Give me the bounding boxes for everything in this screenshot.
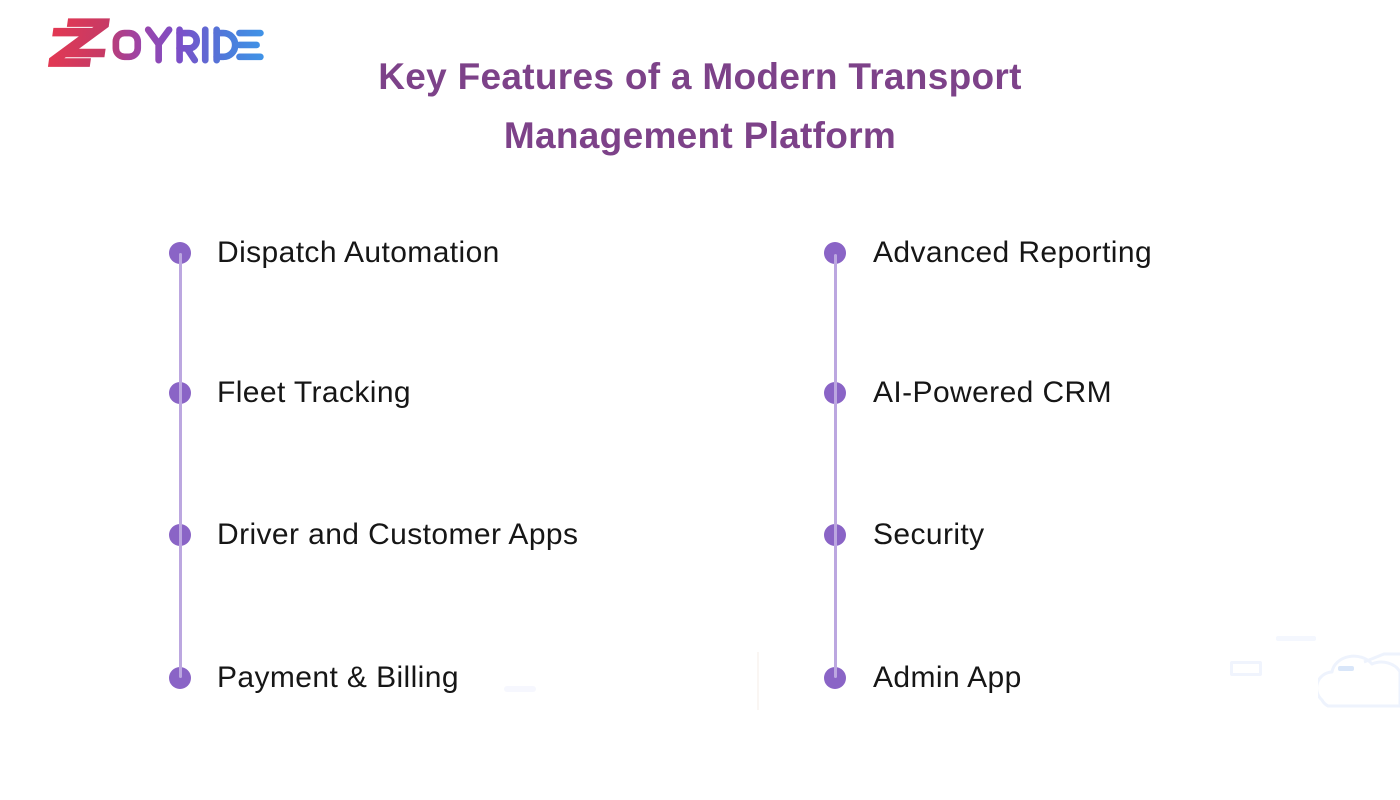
timeline-connector [834,254,837,678]
zoyride-logo-icon [47,18,264,67]
faint-cloud-outline [1318,652,1400,708]
zoyride-logo: ZOYRIDE [36,16,268,72]
letter-o [112,29,142,61]
letter-d [213,26,239,64]
letter-r [176,26,200,64]
bullet-icon [824,242,846,264]
faint-shape [757,652,759,710]
timeline-connector [179,253,182,678]
list-item: Security [873,518,985,551]
list-item: Dispatch Automation [217,236,500,269]
list-item: Driver and Customer Apps [217,518,579,551]
faint-shape [504,686,536,692]
list-item: Payment & Billing [217,661,459,694]
list-item: AI-Powered CRM [873,376,1112,409]
bullet-icon [824,667,846,689]
faint-shape [1276,636,1316,641]
letter-y [144,26,173,64]
page-title: Key Features of a Modern Transport Manag… [0,47,1400,165]
bullet-icon [169,667,191,689]
letter-e [236,29,264,61]
list-item: Fleet Tracking [217,376,412,409]
faint-shape [1230,661,1262,676]
double-z-icon [47,18,110,67]
faint-shape [1338,666,1354,671]
list-item: Admin App [873,661,1022,694]
page-title-line1: Key Features of a Modern Transport [378,56,1022,97]
page-title-line2: Management Platform [503,115,897,156]
list-item: Advanced Reporting [873,236,1153,269]
